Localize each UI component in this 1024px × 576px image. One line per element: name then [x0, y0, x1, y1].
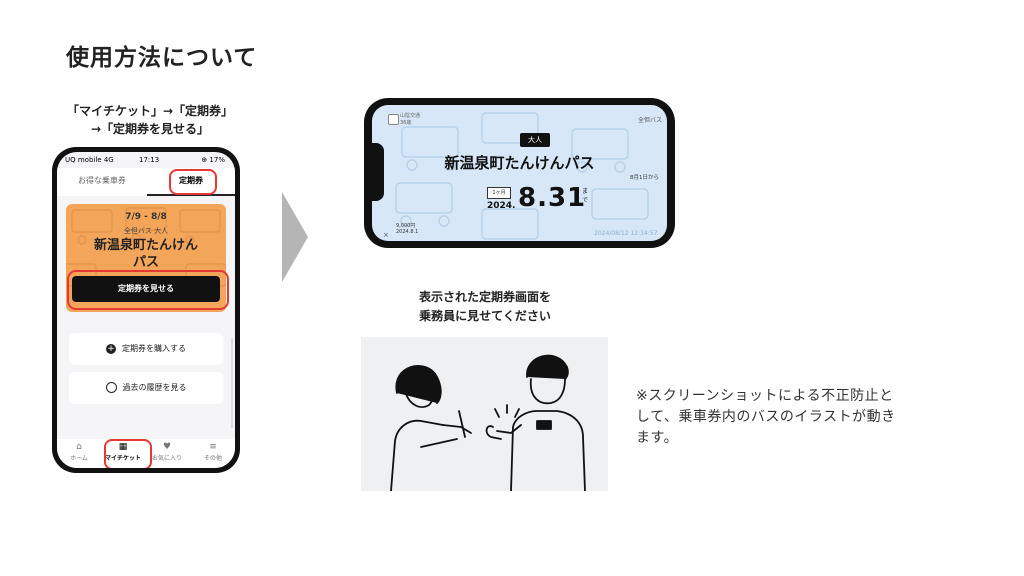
price-info: 9,000円 2024.8.1 — [396, 223, 418, 235]
nav-myticket-label: マイチケット — [104, 455, 141, 462]
phone-myticket-screen: UQ mobile 4G 17:13 ⊕ 17% お得な乗車券 定期券 — [57, 152, 235, 468]
phone-myticket: UQ mobile 4G 17:13 ⊕ 17% お得な乗車券 定期券 — [52, 147, 240, 473]
valid-from: 8月1日から — [630, 175, 659, 181]
history-button[interactable]: 過去の履歴を見る — [69, 372, 223, 404]
company-sub: 36歳 — [400, 120, 412, 126]
until-label-1: ま — [582, 188, 589, 195]
instruction-line-1: 「マイチケット」→「定期券」 — [66, 104, 234, 118]
nav-home-label: ホーム — [70, 455, 88, 462]
expiry-date: 8.31 — [518, 183, 587, 213]
tab-commuter-pass[interactable]: 定期券 — [147, 168, 235, 196]
home-icon: ⌂ — [76, 442, 82, 452]
bus-pattern-animated — [395, 112, 649, 240]
history-icon — [105, 382, 117, 393]
company-name: 山陰交通 — [400, 113, 421, 119]
heart-icon: ♥ — [162, 442, 172, 452]
phone-pass-display: 山陰交通 36歳 全但バス 大人 新温泉町たんけんパス 8月1日から 1ヶ月 2… — [364, 98, 675, 248]
nav-home[interactable]: ⌂ ホーム — [57, 442, 101, 462]
nav-other-label: その他 — [203, 455, 222, 462]
purchase-date: 2024.8.1 — [396, 229, 419, 235]
company-logo-icon — [388, 114, 399, 125]
pass-display-screen: 山陰交通 36歳 全但バス 大人 新温泉町たんけんパス 8月1日から 1ヶ月 2… — [372, 105, 667, 241]
company-info: 山陰交通 36歳 — [400, 113, 420, 127]
nav-other[interactable]: ≡ その他 — [191, 442, 235, 462]
status-battery: ⊕ 17% — [201, 156, 225, 164]
illustration-showing-pass — [361, 337, 608, 492]
expiry-year: 2024. — [487, 201, 516, 211]
note-line-1: ※スクリーンショットによる不正防止と — [636, 388, 894, 404]
pass-name-line-2: パス — [132, 255, 159, 270]
pass-name: 新温泉町たんけん パス — [70, 237, 222, 271]
nav-favorites[interactable]: ♥ お気に入り — [145, 442, 189, 462]
nav-myticket[interactable]: ▦ マイチケット — [101, 442, 145, 462]
anti-screenshot-note: ※スクリーンショットによる不正防止と して、乗車券内のバスのイラストが動き ます… — [636, 386, 986, 449]
instruction-text: 「マイチケット」→「定期券」 →「定期券を見せる」 — [40, 102, 260, 138]
until-label-2: で — [582, 197, 589, 204]
status-time: 17:13 — [139, 156, 160, 164]
until-label: ま で — [582, 187, 590, 205]
pass-operator: 全但バス 大人 — [123, 227, 169, 235]
close-icon[interactable]: × — [383, 231, 389, 239]
tab-discount-tickets[interactable]: お得な乗車券 — [78, 176, 126, 185]
highlight-tab — [169, 169, 217, 195]
note-line-2: して、乗車券内のバスのイラストが動き — [636, 409, 896, 425]
pass-date-range: 7/9 - 8/8 — [125, 212, 167, 222]
phone-notch — [372, 143, 384, 201]
show-instruction: 表示された定期券画面を 乗務員に見せてください — [370, 288, 600, 326]
passenger-and-driver-illustration — [390, 354, 586, 492]
route-label: 全但バス — [638, 117, 663, 124]
arrow-right-icon — [282, 192, 308, 282]
scrollbar[interactable] — [231, 338, 233, 428]
period-badge: 1ヶ月 — [487, 187, 511, 199]
instruction-line-2: →「定期券を見せる」 — [90, 122, 210, 136]
nav-favorites-label: お気に入り — [151, 455, 182, 462]
note-line-3: ます。 — [636, 430, 679, 446]
highlight-nav — [104, 439, 152, 468]
pass-name-large: 新温泉町たんけんパス — [444, 154, 595, 172]
buy-pass-label: 定期券を購入する — [122, 344, 186, 353]
status-carrier: UQ mobile 4G — [65, 156, 114, 164]
show-pass-button[interactable]: 定期券を見せる — [72, 276, 220, 302]
price: 9,000円 — [396, 223, 416, 229]
pass-card[interactable]: 7/9 - 8/8 全但バス 大人 新温泉町たんけん パス — [66, 204, 226, 312]
pass-name-line-1: 新温泉町たんけん — [93, 238, 198, 253]
highlight-show-button — [67, 270, 229, 310]
page-title: 使用方法について — [66, 45, 258, 71]
ticket-tabs: お得な乗車券 定期券 — [57, 168, 235, 196]
show-instruction-line-1: 表示された定期券画面を — [418, 290, 551, 304]
ticket-icon: ▦ — [118, 442, 128, 452]
buy-pass-button[interactable]: + 定期券を購入する — [69, 333, 223, 365]
timestamp: 2024/08/12 12:34:57 — [594, 230, 658, 237]
fare-type-badge: 大人 — [520, 133, 550, 147]
history-label: 過去の履歴を見る — [122, 383, 187, 392]
status-bar: UQ mobile 4G 17:13 ⊕ 17% — [57, 152, 235, 166]
plus-circle-icon: + — [106, 343, 116, 354]
show-instruction-line-2: 乗務員に見せてください — [419, 309, 551, 323]
menu-icon: ≡ — [209, 442, 217, 452]
